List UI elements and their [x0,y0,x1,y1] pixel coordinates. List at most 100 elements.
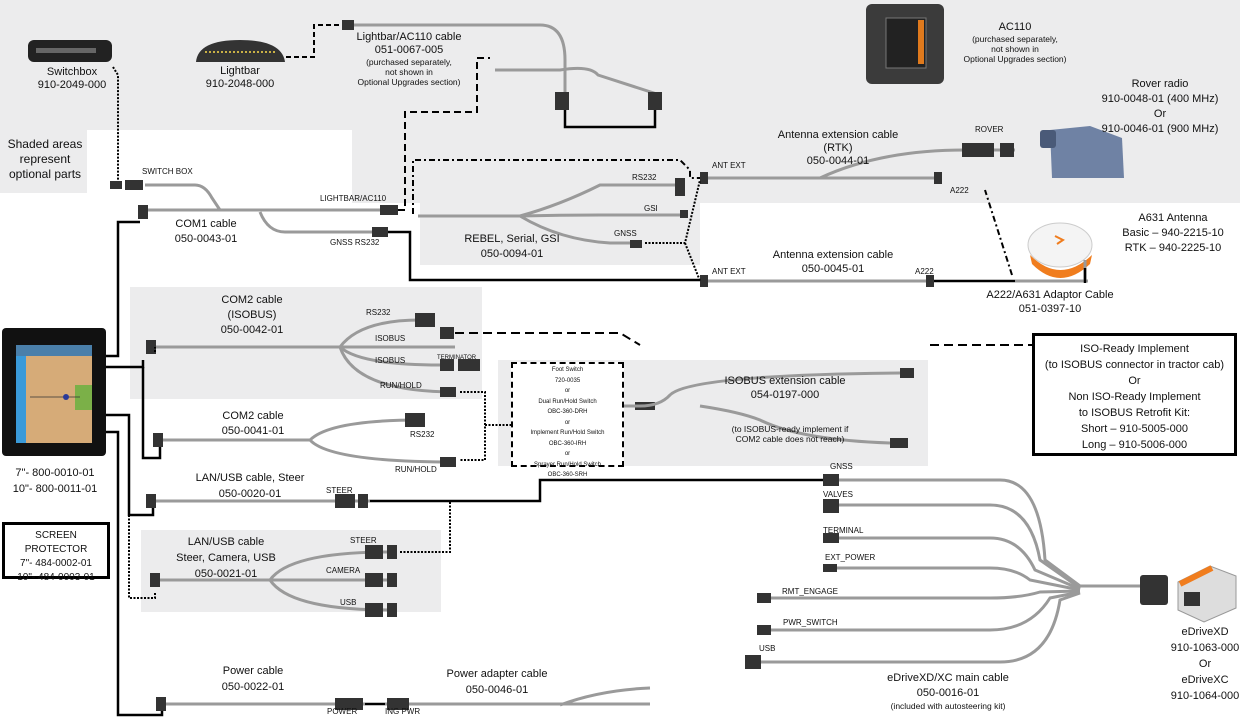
com1-cable-label: COM1 cable 050-0043-01 [175,217,237,247]
text: 720-0035 [554,377,581,384]
text: Non ISO-Ready Implement [1068,391,1201,403]
name: eDriveXD/XC main cable [887,672,1009,684]
edrive-device [1177,565,1237,623]
name: A222/A631 Adaptor Cable [986,289,1114,301]
lightbar-device [196,40,285,62]
note: (purchased separately, [972,34,1058,44]
part-number: 050-0044-01 [806,155,870,167]
name: Lightbar [220,65,260,77]
com2-isobus-label: COM2 cable(ISOBUS)050-0042-01 [221,293,283,338]
text: 10"- 484-0003-01 [17,572,95,583]
name: COM2 cable [222,410,284,422]
switchbox-device [28,40,112,62]
part-number: 910-0046-01 (900 MHz) [1101,123,1219,135]
note: not shown in [991,44,1039,54]
name: Steer, Camera, USB [176,552,276,564]
text: Foot Switch [551,367,584,373]
text: OBC-360-SRH [547,472,588,478]
text: Short – 910-5005-000 [1080,423,1189,435]
part-number: 050-0094-01 [480,248,544,260]
text: Or [1128,375,1141,387]
part-number: 050-0021-01 [194,568,258,580]
part-number: 910-0048-01 (400 MHz) [1101,93,1219,105]
text: Sprayer Run/Hold Switch [533,461,602,468]
part-number: 10"- 800-0011-01 [12,483,98,495]
port-label: ING PWR [385,707,421,716]
port-label: LIGHTBAR/AC110 [320,194,387,203]
port-label: ANT EXT [712,267,746,276]
part-number: 910-2048-000 [205,78,275,90]
name: (ISOBUS) [227,309,277,321]
part-number: 910-1064-000 [1170,690,1240,702]
power-adapter-label: Power adapter cable 050-0046-01 [447,666,548,698]
note: COM2 cable does not reach) [735,434,845,444]
port-label: STEER [326,486,353,495]
name: COM1 cable [175,218,237,230]
text: Long – 910-5006-000 [1081,439,1188,451]
part-number: 7"- 800-0010-01 [15,467,95,479]
part-number: 050-0016-01 [916,687,980,699]
note-line: represent [19,152,71,166]
optional-shading [0,0,1240,612]
port-label: PWR_SWITCH [783,618,838,627]
or: Or [1198,658,1212,670]
part-number: 050-0043-01 [174,233,238,245]
part-number: 910-1063-000 [1170,642,1240,654]
port-label: RUN/HOLD [395,465,437,474]
name: A631 Antenna [1138,212,1208,224]
note-line: optional parts [8,167,82,181]
part-number: RTK – 940-2225-10 [1124,242,1222,254]
text: OBC-360-IRH [548,440,587,447]
port-label: VALVES [823,490,853,499]
port-label: GNSS [830,462,853,471]
text: Dual Run/Hold Switch [538,398,597,405]
port-label: GSI [644,204,658,213]
name: Lightbar/AC110 cable [356,31,462,43]
port-label: USB [340,598,357,607]
name: COM2 cable [221,294,283,306]
note: (to ISOBUS-ready implement if [731,424,849,434]
part-number: 050-0022-01 [221,681,285,693]
part-number: 050-0020-01 [218,488,282,500]
antenna-ext-rtk-label: Antenna extension cable(RTK)050-0044-01 [778,129,898,168]
port-label: EXT_POWER [825,553,876,562]
text: (to ISOBUS connector in tractor cab) [1044,359,1225,371]
part-number: 054-0197-000 [750,389,820,401]
iso-ready-implement-box: ISO-Ready Implement(to ISOBUS connector … [1032,333,1237,456]
text: or [564,451,571,457]
port-label: ISOBUS [375,356,406,365]
port-label: TERMINATOR [437,355,477,361]
port-label: ROVER [975,125,1004,134]
text: to ISOBUS Retrofit Kit: [1078,407,1191,419]
port-label: ISOBUS [375,334,406,343]
optional-connection-lines [112,24,1033,599]
name: Rover radio [1131,78,1189,90]
note: Optional Upgrades section) [357,77,461,87]
isobus-extension-cable-drawing [570,371,901,445]
name: Power adapter cable [446,668,548,680]
part-number: 050-0046-01 [465,684,529,696]
port-label: RS232 [632,173,657,182]
port-label: GNSS [614,229,637,238]
note: Optional Upgrades section) [963,54,1067,64]
name: eDriveXC [1181,674,1229,686]
note-line: Shaded areas [7,137,83,151]
part-number: 910-2049-000 [37,79,107,91]
port-label: USB [759,644,776,653]
display-label: 7"- 800-0010-01 10"- 800-0011-01 [13,465,97,497]
name: AC110 [998,21,1032,33]
